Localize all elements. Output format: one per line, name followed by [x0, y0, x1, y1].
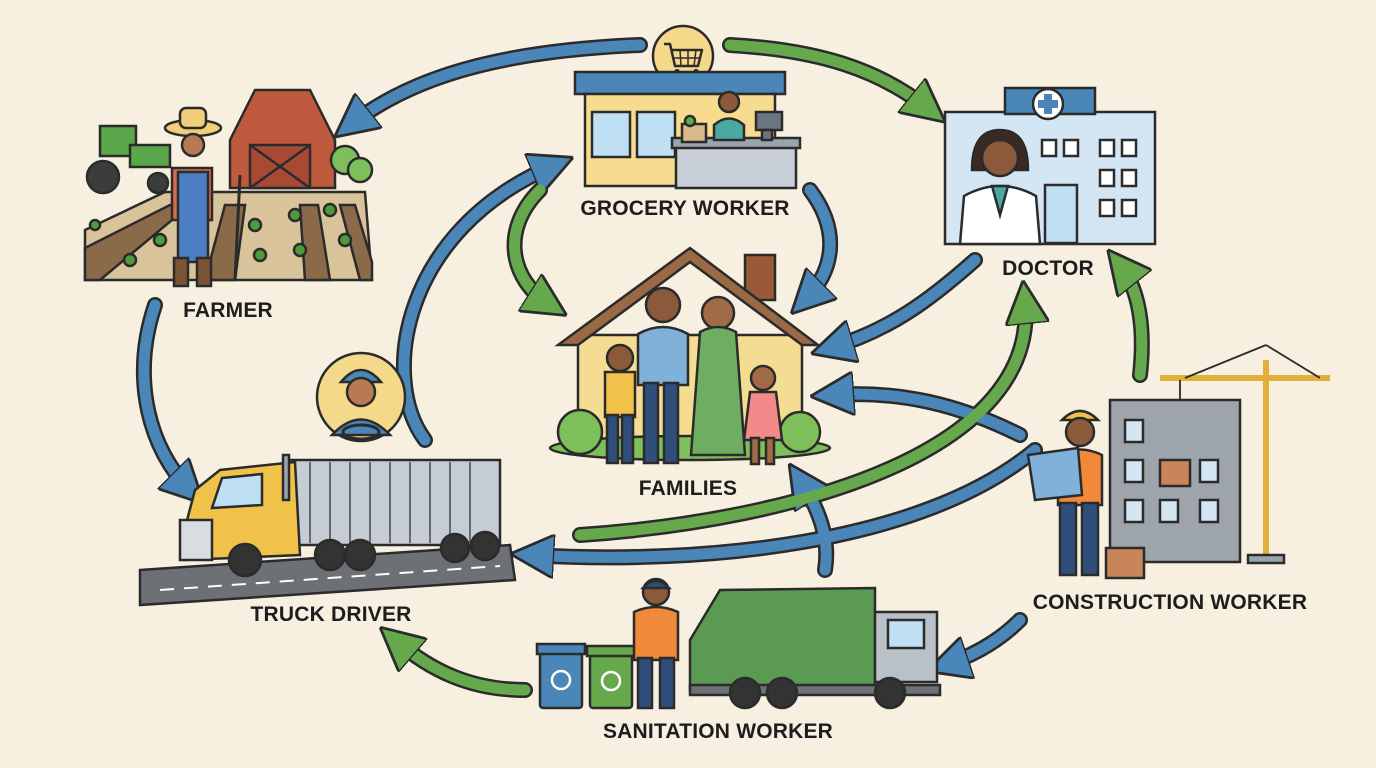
semi-truck-illustration: [138, 453, 517, 607]
sanitation-worker-label: SANITATION WORKER: [602, 720, 834, 743]
grocery-store-illustration: [573, 70, 802, 190]
doctor-label: DOCTOR: [1002, 257, 1094, 280]
steering-wheel-icon: [341, 423, 381, 441]
recycle-icon: [550, 669, 622, 692]
truck-driver-label: TRUCK DRIVER: [250, 603, 412, 626]
sanitation-illustration: [535, 577, 942, 710]
house-illustration: [548, 246, 832, 466]
farmer-label: FARMER: [183, 299, 273, 322]
grocery-worker-label: GROCERY WORKER: [580, 197, 790, 220]
construction-illustration: [1026, 344, 1330, 580]
truck-driver-badge: [315, 351, 407, 443]
construction-worker-label: CONSTRUCTION WORKER: [1032, 591, 1308, 614]
families-label: FAMILIES: [638, 477, 738, 500]
hospital-illustration: [943, 86, 1157, 246]
flow-arrows: [136, 37, 1142, 698]
farm-illustration: [83, 88, 374, 288]
medical-cross-icon: [1031, 87, 1065, 121]
